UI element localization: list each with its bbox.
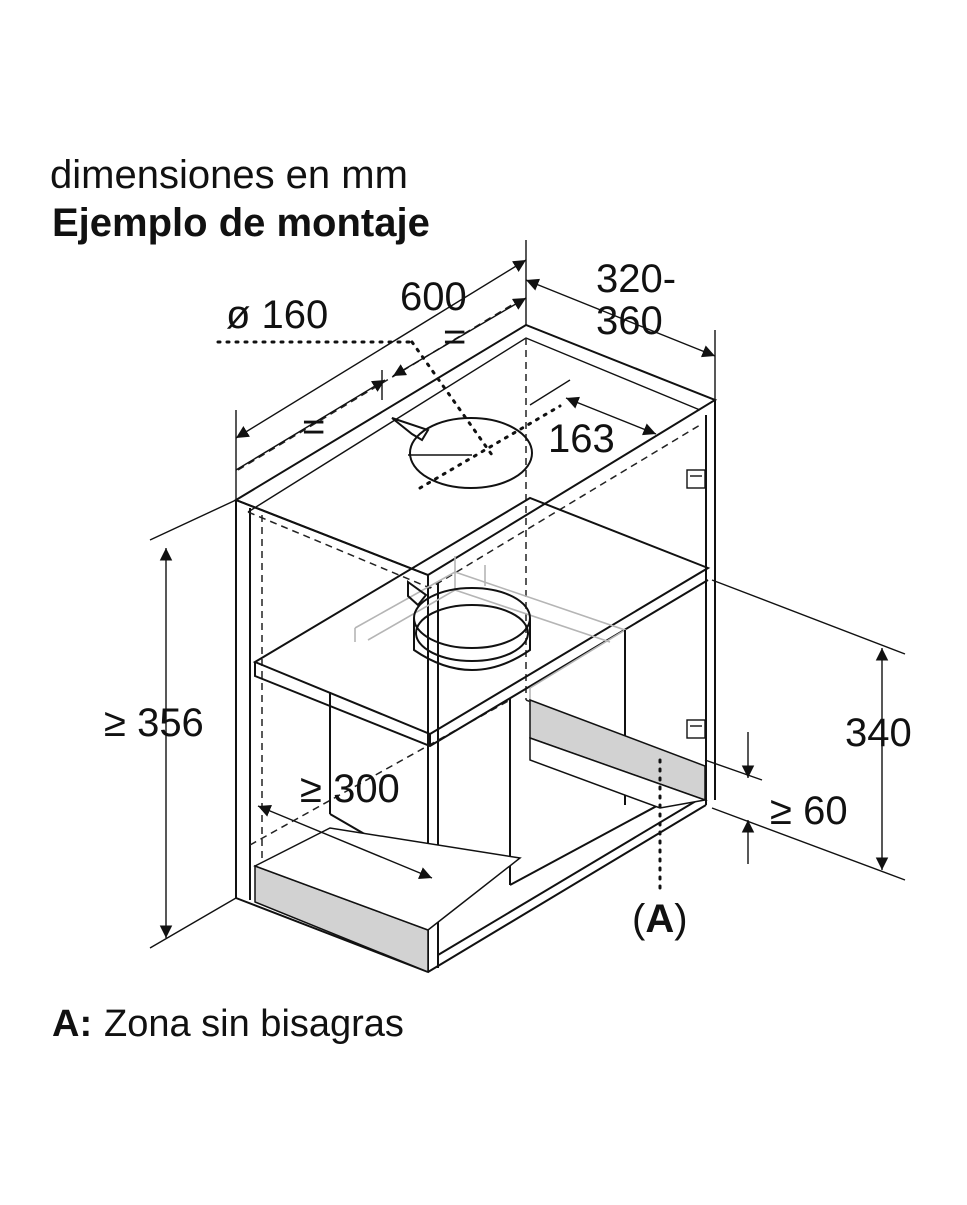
dim-width-600	[235, 240, 527, 500]
cabinet-body	[233, 323, 718, 973]
zone-marker: (A)	[632, 897, 688, 941]
intermediate-shelf	[252, 496, 711, 748]
label-offset: 163	[548, 417, 615, 461]
label-equal-right: =	[443, 315, 466, 359]
label-width: 600	[400, 275, 467, 319]
zone-a-back	[529, 698, 708, 809]
zone-marker-letter: A	[645, 897, 674, 941]
units-label: dimensiones en mm	[50, 153, 408, 197]
label-height-min: ≥ 356	[104, 701, 204, 745]
label-depth-line2: 360	[596, 299, 663, 343]
label-plinth: ≥ 60	[770, 789, 848, 833]
duct-cutout-top	[391, 417, 533, 489]
hinge-clip-lower	[686, 719, 706, 739]
label-depth-line1: 320-	[596, 257, 676, 301]
label-equal-left: =	[302, 405, 325, 449]
legend-key: A:	[52, 1003, 92, 1045]
legend-text: Zona sin bisagras	[104, 1003, 404, 1045]
hinge-clip-upper	[686, 469, 706, 489]
dim-inner-300	[257, 804, 433, 880]
diagram-title: Ejemplo de montaje	[52, 201, 430, 245]
dim-plinth-60	[704, 732, 763, 864]
dim-equal-halves	[235, 297, 527, 471]
label-diameter: ø 160	[226, 293, 328, 337]
dim-height-356	[149, 499, 237, 949]
zone-a-front	[253, 827, 522, 974]
dim-offset-163	[529, 379, 657, 436]
dim-depth	[525, 278, 716, 400]
label-inner-width: ≥ 300	[300, 767, 400, 811]
label-shelf-height: 340	[845, 711, 912, 755]
duct-collar	[407, 580, 531, 671]
